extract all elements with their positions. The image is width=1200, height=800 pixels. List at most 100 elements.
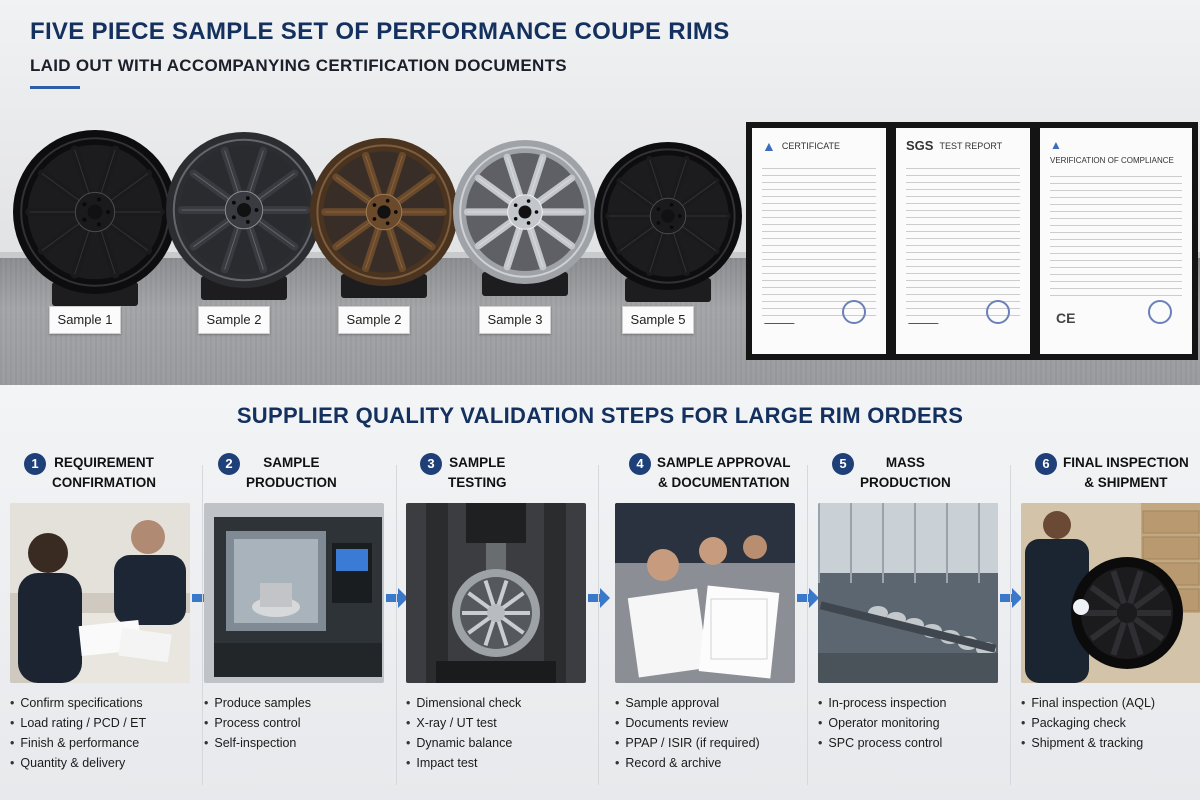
- rim-wheel-icon: [166, 132, 322, 288]
- rim-wheel-icon: [453, 140, 597, 284]
- document-text-lines: [762, 168, 876, 318]
- step-bullet-item: Operator monitoring: [818, 713, 998, 733]
- rim-wheel-icon: [310, 138, 458, 286]
- step-bullet-item: Record & archive: [615, 753, 795, 773]
- step-bullet-item: Finish & performance: [10, 733, 190, 753]
- sample-label: Sample 3: [479, 306, 551, 334]
- step-bullet-list: Dimensional checkX-ray / UT testDynamic …: [406, 693, 586, 773]
- process-step: 6 FINAL INSPECTION & SHIPMENT Final inspect…: [1021, 453, 1200, 750]
- step-bullet-item: SPC process control: [818, 733, 998, 753]
- arrow-right-icon: [1000, 588, 1022, 608]
- compliance-title: VERIFICATION OF COMPLIANCE: [1050, 156, 1174, 165]
- step-title-line: & SHIPMENT: [1084, 475, 1168, 490]
- step-bullet-item: Process control: [204, 713, 384, 733]
- step-header: 6 FINAL INSPECTION & SHIPMENT: [1021, 453, 1200, 501]
- process-panel: SUPPLIER QUALITY VALIDATION STEPS FOR LA…: [0, 385, 1200, 800]
- step-divider: [598, 465, 599, 785]
- step-title-line: CONFIRMATION: [52, 475, 156, 490]
- process-step: 3 SAMPLE TESTING Dimensional checkX-ray / U…: [406, 453, 586, 770]
- certificate-document: ▲ CERTIFICATE: [746, 122, 892, 360]
- sample-label: Sample 5: [622, 306, 694, 334]
- step-bullet-item: Impact test: [406, 753, 586, 773]
- step-number-badge: 1: [24, 453, 46, 475]
- step-number-badge: 6: [1035, 453, 1057, 475]
- rim-wheel-icon: [594, 142, 742, 290]
- sgs-mark: SGS: [906, 138, 934, 153]
- step-bullet-list: In-process inspectionOperator monitoring…: [818, 693, 998, 753]
- step-bullet-list: Confirm specificationsLoad rating / PCD …: [10, 693, 190, 773]
- test-report-document: SGS TEST REPORT: [890, 122, 1036, 360]
- step-divider: [1010, 465, 1011, 785]
- step-number-badge: 4: [629, 453, 651, 475]
- step-bullet-item: Dynamic balance: [406, 733, 586, 753]
- step-title-line: & DOCUMENTATION: [658, 475, 790, 490]
- step-bullet-item: Shipment & tracking: [1021, 733, 1200, 753]
- step-bullet-item: Load rating / PCD / ET: [10, 713, 190, 733]
- step-bullet-item: Packaging check: [1021, 713, 1200, 733]
- step-title-line: PRODUCTION: [246, 475, 337, 490]
- sample-label: Sample 2: [338, 306, 410, 334]
- step-divider: [202, 465, 203, 785]
- step-title: MASS PRODUCTION: [860, 453, 951, 493]
- certificate-logo-icon: ▲: [762, 138, 776, 154]
- step-divider: [807, 465, 808, 785]
- step-title: FINAL INSPECTION & SHIPMENT: [1063, 453, 1189, 493]
- step-photo: [204, 503, 384, 683]
- step-bullet-item: Produce samples: [204, 693, 384, 713]
- step-title: SAMPLE TESTING: [448, 453, 507, 493]
- title-underline: [30, 86, 80, 89]
- certificate-title: CERTIFICATE: [781, 141, 841, 151]
- step-photo: [615, 503, 795, 683]
- seal-stamp-icon: [1148, 300, 1172, 324]
- arrow-right-icon: [588, 588, 610, 608]
- step-title-line: MASS: [885, 455, 925, 470]
- step-bullet-item: Self-inspection: [204, 733, 384, 753]
- rim-wheel-icon: [13, 130, 177, 294]
- step-bullet-list: Sample approvalDocuments reviewPPAP / IS…: [615, 693, 795, 773]
- sample-label: Sample 2: [198, 306, 270, 334]
- test-report-title: TEST REPORT: [939, 140, 1003, 151]
- step-title-line: SAMPLE: [449, 455, 506, 470]
- process-title: SUPPLIER QUALITY VALIDATION STEPS FOR LA…: [236, 403, 964, 428]
- step-title-line: TESTING: [448, 475, 507, 490]
- step-bullet-item: Final inspection (AQL): [1021, 693, 1200, 713]
- signature-mark: [764, 314, 798, 324]
- main-title: FIVE PIECE SAMPLE SET OF PERFORMANCE COU…: [30, 18, 730, 45]
- step-bullet-item: Confirm specifications: [10, 693, 190, 713]
- step-divider: [396, 465, 397, 785]
- sample-label: Sample 1: [49, 306, 121, 334]
- seal-stamp-icon: [842, 300, 866, 324]
- step-title-line: PRODUCTION: [860, 475, 951, 490]
- sub-title: LAID OUT WITH ACCOMPANYING CERTIFICATION…: [30, 56, 567, 75]
- step-photo: [1021, 503, 1200, 683]
- arrow-right-icon: [386, 588, 408, 608]
- step-header: 3 SAMPLE TESTING: [406, 453, 586, 501]
- step-header: 5 MASS PRODUCTION: [818, 453, 998, 501]
- step-bullet-item: Quantity & delivery: [10, 753, 190, 773]
- step-bullet-item: In-process inspection: [818, 693, 998, 713]
- document-text-lines: [1050, 176, 1182, 296]
- step-number-badge: 3: [420, 453, 442, 475]
- step-bullet-item: Sample approval: [615, 693, 795, 713]
- arrow-right-icon: [797, 588, 819, 608]
- step-title-line: SAMPLE APPROVAL: [657, 455, 791, 470]
- step-bullet-item: Documents review: [615, 713, 795, 733]
- step-bullet-list: Final inspection (AQL)Packaging checkShi…: [1021, 693, 1200, 753]
- seal-stamp-icon: [986, 300, 1010, 324]
- showroom-panel: FIVE PIECE SAMPLE SET OF PERFORMANCE COU…: [0, 0, 1200, 385]
- step-header: 4 SAMPLE APPROVAL & DOCUMENTATION: [615, 453, 795, 501]
- document-text-lines: [906, 168, 1020, 318]
- step-photo: [818, 503, 998, 683]
- step-number-badge: 5: [832, 453, 854, 475]
- step-title-line: FINAL INSPECTION: [1063, 455, 1189, 470]
- wall-skirting: [0, 252, 1200, 260]
- step-photo: [406, 503, 586, 683]
- step-photo: [10, 503, 190, 683]
